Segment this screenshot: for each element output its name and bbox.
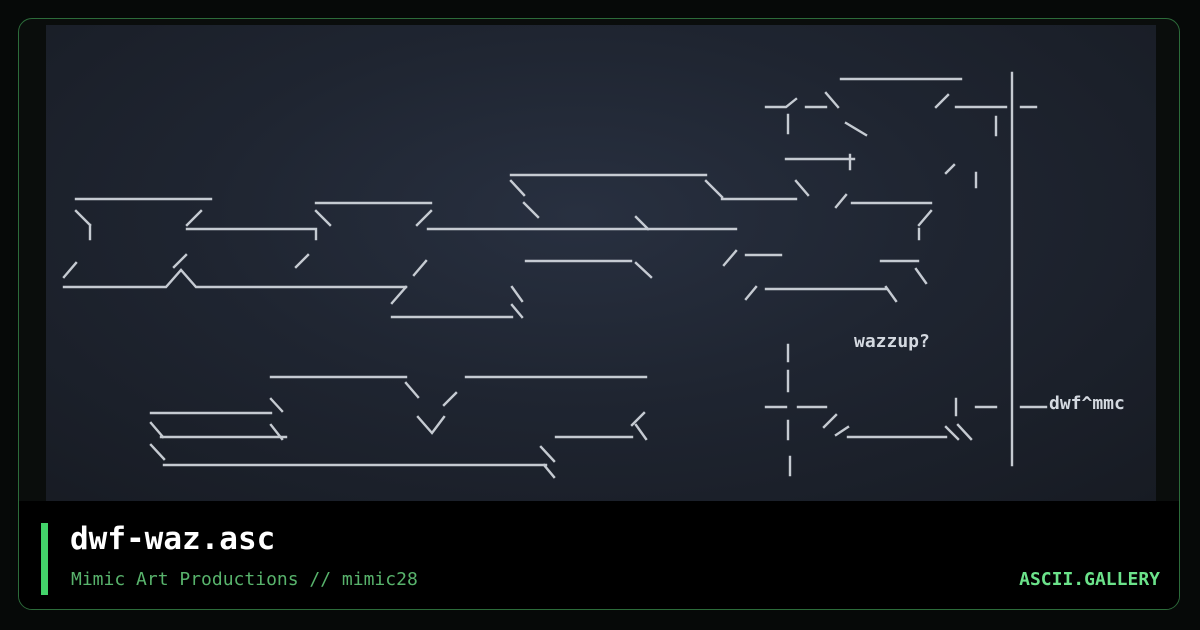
gallery-card: wazzup? dwf^mmc dwf-waz.asc Mimic Art Pr…	[18, 18, 1180, 610]
ascii-art-panel: wazzup? dwf^mmc	[46, 25, 1156, 501]
card-footer: dwf-waz.asc Mimic Art Productions // mim…	[19, 501, 1179, 609]
site-brand[interactable]: ASCII.GALLERY	[1019, 569, 1160, 590]
accent-bar	[41, 523, 48, 595]
signature-label: dwf^mmc	[1049, 393, 1125, 414]
artwork-credit: Mimic Art Productions // mimic28	[71, 569, 418, 590]
wazzup-label: wazzup?	[854, 331, 930, 352]
artwork-title: dwf-waz.asc	[70, 521, 276, 557]
ascii-art-drawing: wazzup? dwf^mmc	[62, 71, 1125, 479]
